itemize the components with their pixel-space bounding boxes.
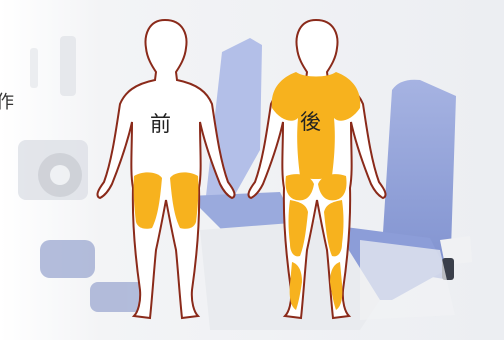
back-label: 後 xyxy=(300,106,321,136)
front-label: 前 xyxy=(150,108,171,138)
edge-partial-label: 作 xyxy=(0,88,14,114)
